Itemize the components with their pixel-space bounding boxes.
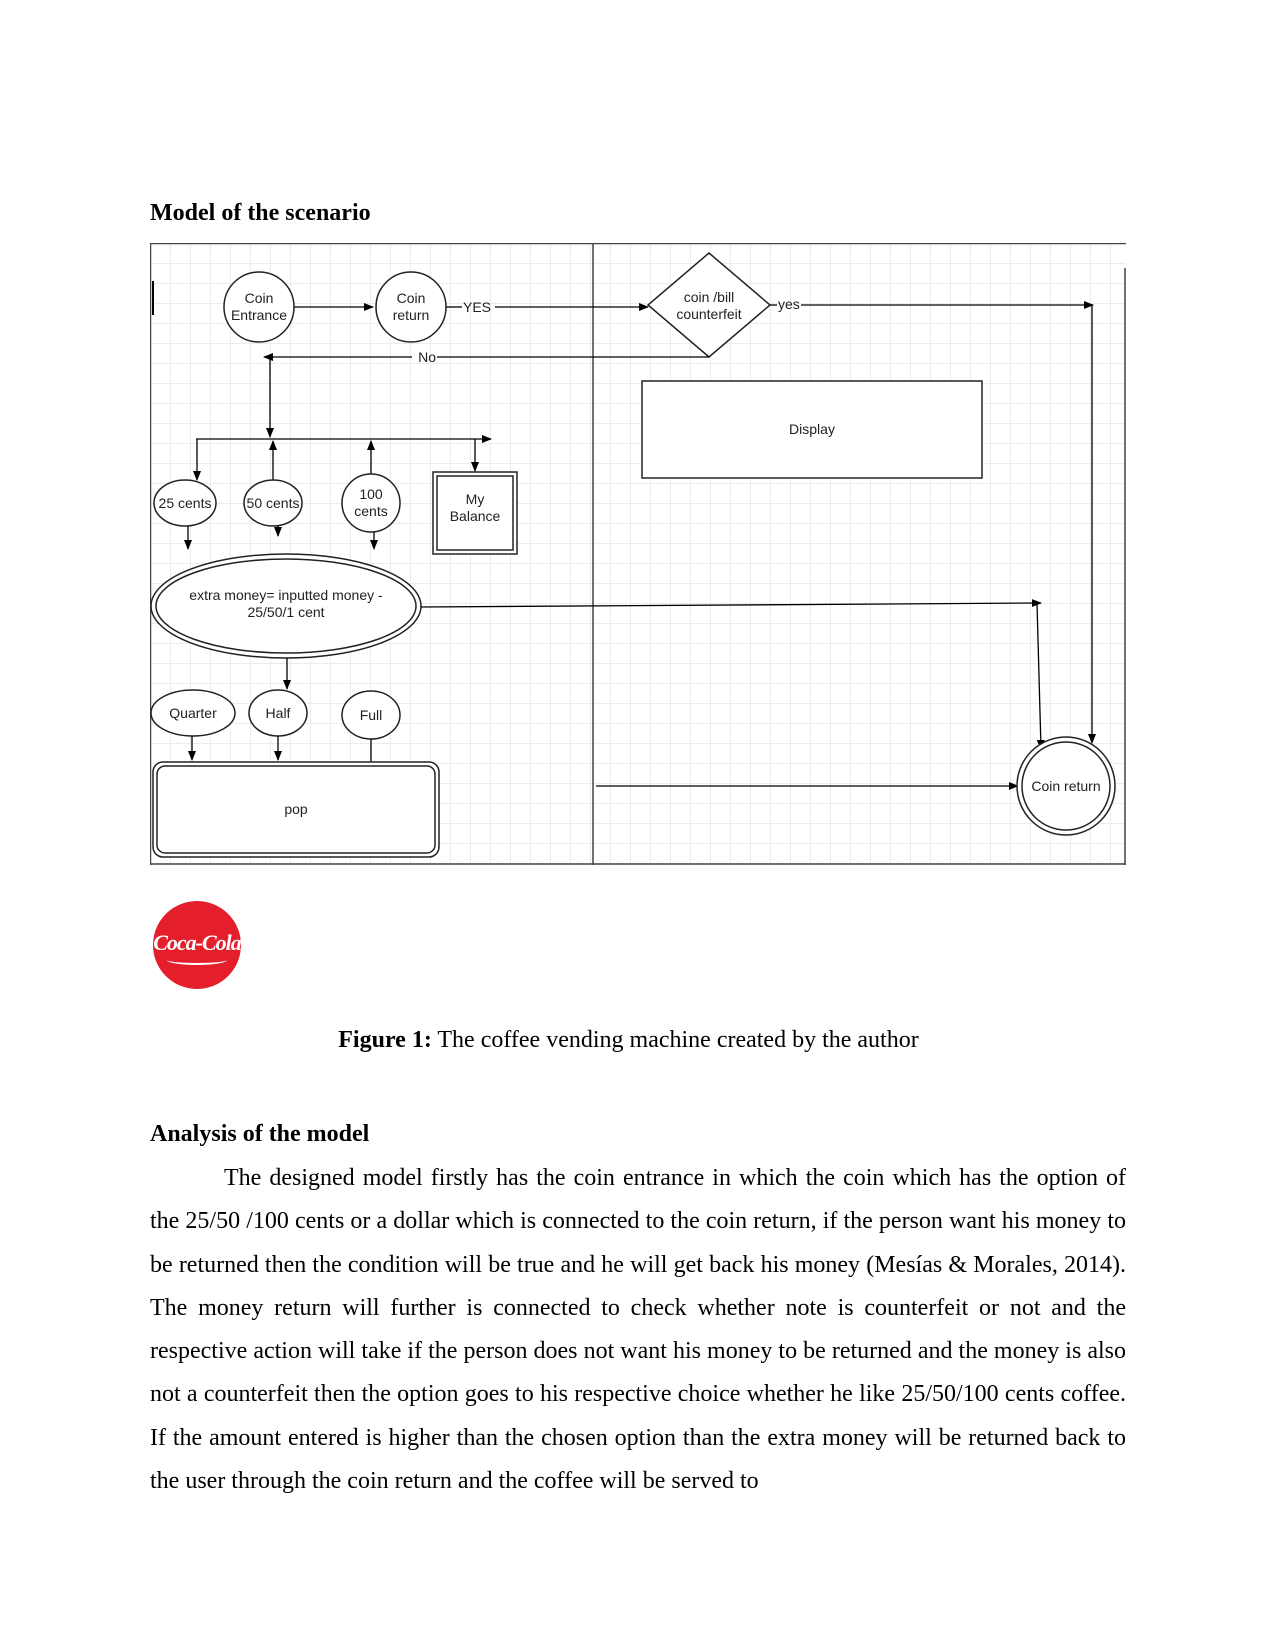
arrow-extra-down-to-coin-return [1036, 602, 1045, 750]
quarter-node: Quarter [150, 689, 236, 737]
coin-return-node: Coin return [375, 271, 447, 343]
extra-money-node: extra money= inputted money - 25/50/1 ce… [150, 553, 422, 659]
cents-100-node: 100 cents [341, 473, 401, 533]
display-label: Display [789, 421, 835, 437]
counterfeit-label-1: coin /bill [684, 289, 735, 305]
extra-money-label-2: 25/50/1 cent [247, 604, 324, 620]
no-label: No [418, 349, 436, 365]
half-label: Half [266, 705, 291, 721]
analysis-paragraph: The designed model firstly has the coin … [150, 1165, 1126, 1495]
cents-100-label-1: 100 [359, 486, 383, 502]
logo-wordmark: Coca-Cola [153, 930, 242, 955]
cents-100-label-2: cents [354, 503, 387, 519]
cents-25-label: 25 cents [159, 495, 212, 511]
half-node: Half [248, 689, 308, 737]
coin-return-label-2: return [393, 307, 430, 323]
yes-lower-label: yes [778, 296, 800, 312]
cents-50-node: 50 cents [243, 479, 303, 527]
coin-entrance-label-2: Entrance [231, 307, 287, 323]
caption-text: The coffee vending machine created by th… [431, 1027, 919, 1053]
my-balance-node: My Balance [432, 471, 518, 555]
caption-label: Figure 1: [338, 1027, 432, 1053]
extra-money-label-1: extra money= inputted money - [189, 587, 383, 603]
cents-50-label: 50 cents [247, 495, 300, 511]
arrow-extra-to-right [420, 599, 1042, 608]
figure-caption: Figure 1: The coffee vending machine cre… [0, 1027, 1257, 1054]
flowchart-canvas: Coin Entrance Coin return YES coin /bill… [150, 243, 1126, 865]
coin-entrance-label-1: Coin [245, 290, 274, 306]
flowchart-diagram: Coin Entrance Coin return YES coin /bill… [150, 243, 1126, 865]
section-heading: Model of the scenario [150, 200, 371, 226]
analysis-body: The designed model firstly has the coin … [150, 1157, 1126, 1503]
coin-return-label-1: Coin [397, 290, 426, 306]
analysis-heading: Analysis of the model [150, 1121, 370, 1147]
coin-entrance-node: Coin Entrance [223, 271, 295, 343]
full-node: Full [341, 690, 401, 740]
counterfeit-label-2: counterfeit [676, 306, 741, 322]
my-balance-label-1: My [466, 491, 485, 507]
pop-label: pop [284, 801, 308, 817]
logo-swoosh [167, 955, 227, 965]
pop-node: pop [152, 761, 440, 858]
display-box: Display [641, 380, 983, 479]
coca-cola-logo: Coca-Cola [153, 901, 242, 989]
coin-return-final-node: Coin return [1016, 736, 1116, 836]
coin-return-final-label: Coin return [1031, 778, 1100, 794]
full-label: Full [360, 707, 383, 723]
quarter-label: Quarter [169, 705, 217, 721]
my-balance-label-2: Balance [450, 508, 501, 524]
cents-25-node: 25 cents [153, 479, 217, 527]
yes-label: YES [463, 299, 491, 315]
counterfeit-decision-node: coin /bill counterfeit [646, 252, 772, 358]
